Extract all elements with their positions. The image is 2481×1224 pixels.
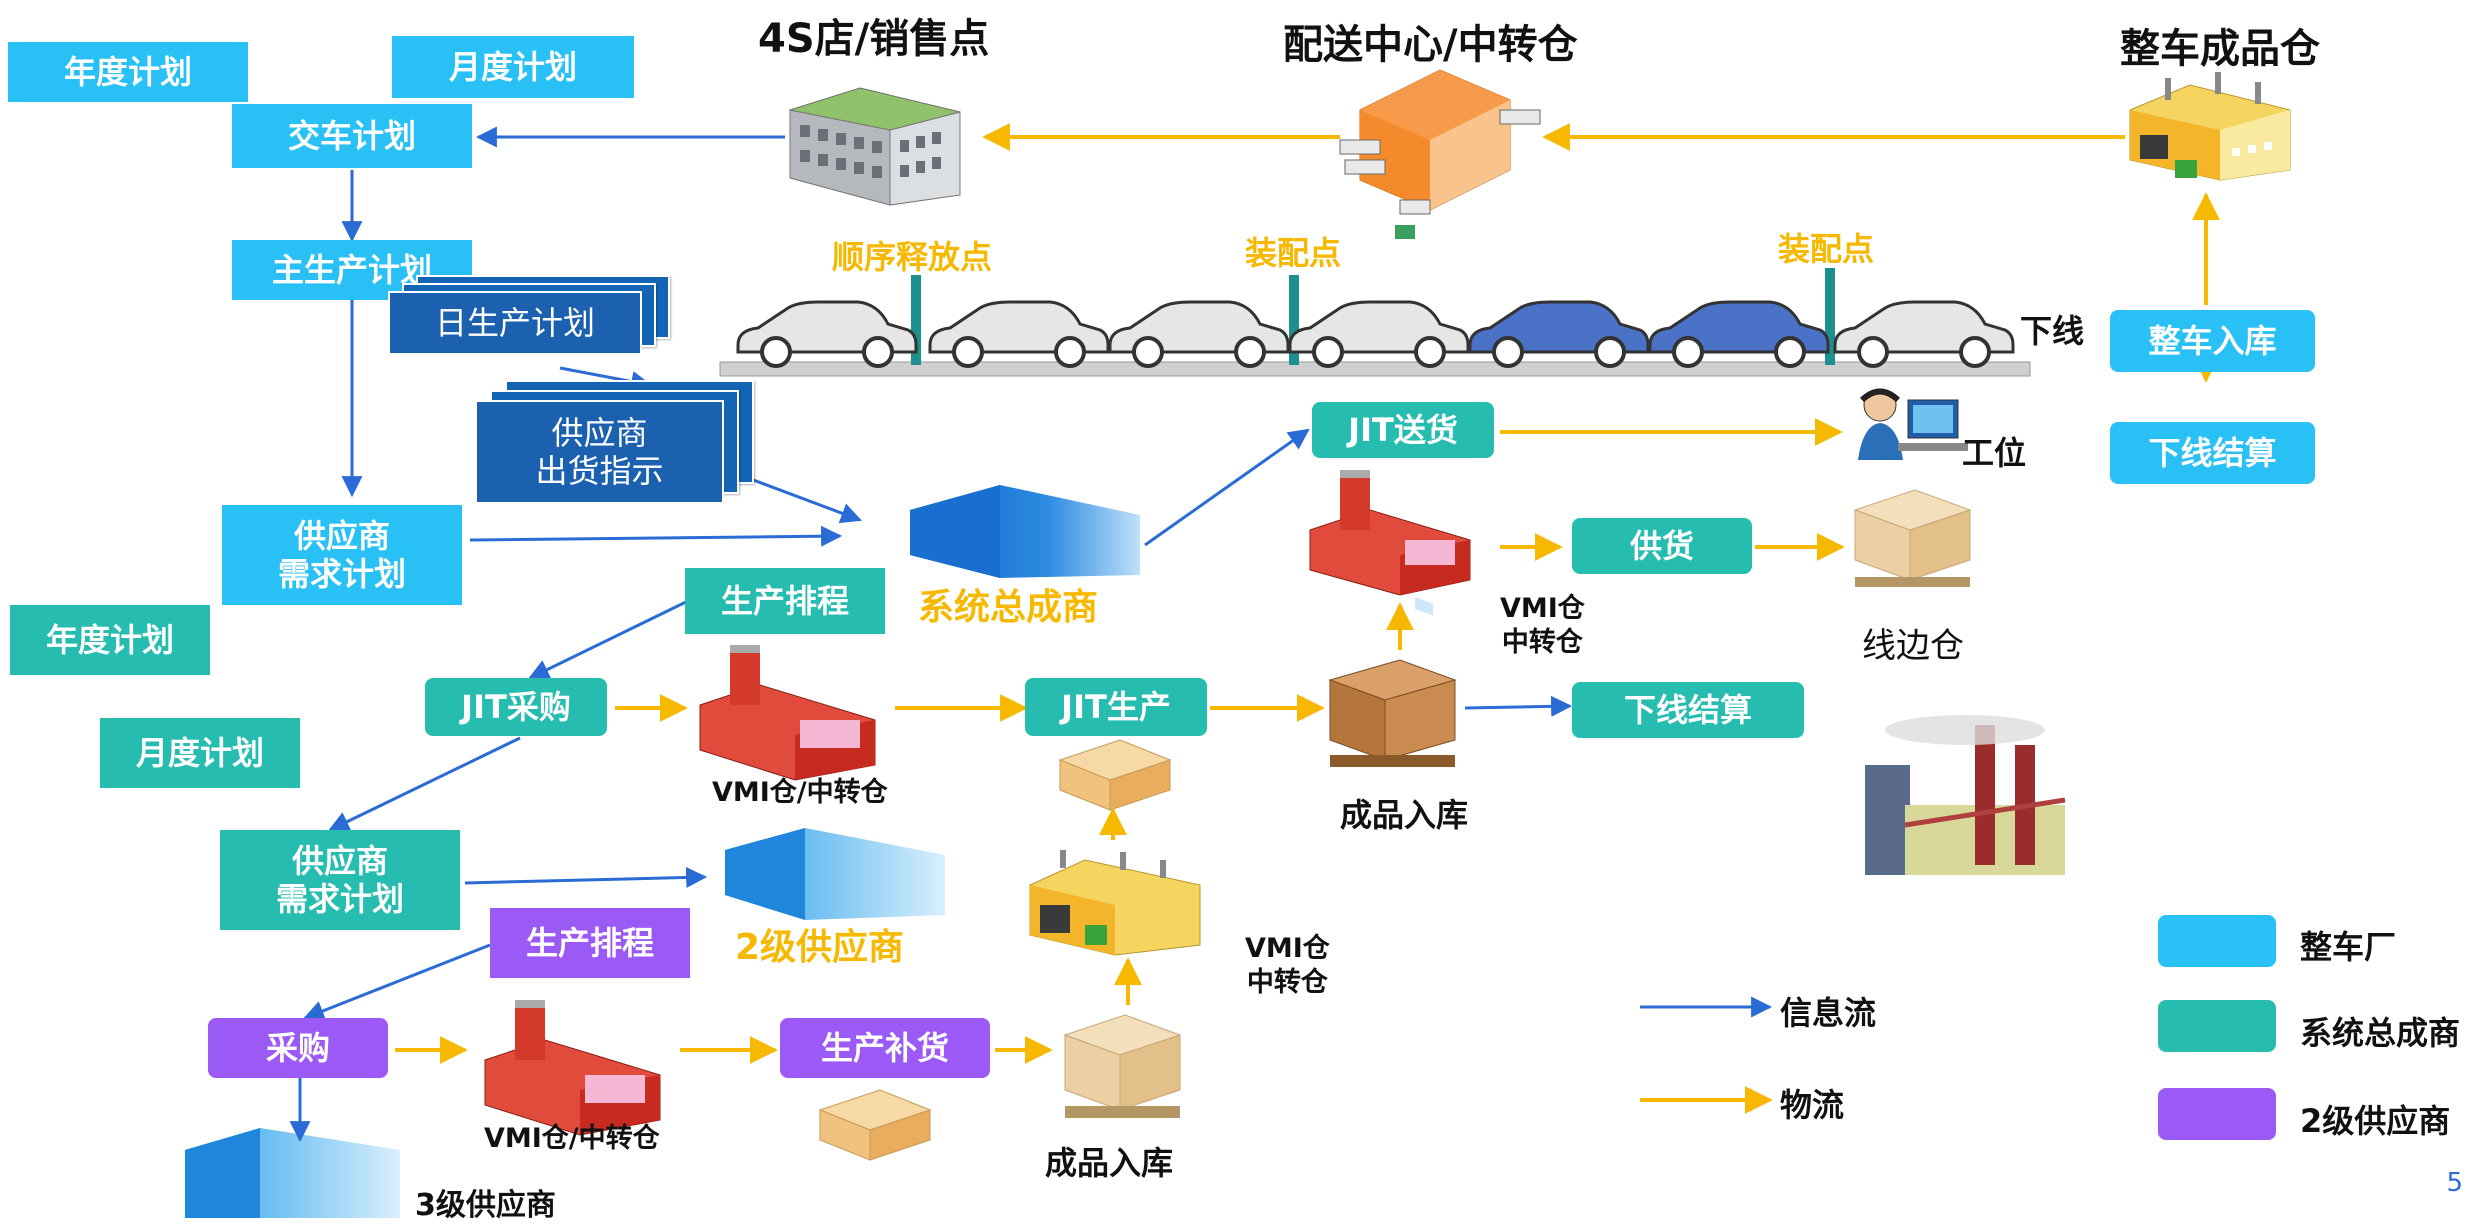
master-production-plan: 主生产计划 [232, 240, 472, 300]
tier1-scheduling: 生产排程 [685, 568, 885, 634]
ship-instruction-line2: 出货指示 [535, 452, 664, 490]
tier1-supplier-demand-plan: 供应商 需求计划 [220, 830, 460, 930]
tier2-vmi-label: VMI仓/中转仓 [484, 1123, 660, 1154]
vehicle-inbound: 整车入库 [2110, 310, 2315, 372]
tier2-purchase: 采购 [208, 1018, 388, 1078]
vmi-factory-icon [1309, 470, 1471, 596]
legend-tier2-swatch [2158, 1088, 2276, 1140]
tier2-scheduling: 生产排程 [490, 908, 690, 978]
pallet-boxes-icon [1063, 1014, 1182, 1118]
tier2-label: 2级供应商 [735, 927, 905, 968]
integrator-label: 系统总成商 [918, 587, 1099, 628]
tier1-vmi-transit-label: VMI仓 中转仓 [1500, 592, 1585, 660]
release-point-label: 顺序释放点 [832, 238, 993, 276]
cars-on-line [736, 300, 2015, 368]
tier1-demand-line2: 需求计划 [275, 880, 404, 918]
tier1-vmi-line1: VMI仓 [1500, 593, 1585, 624]
oem-demand-line1: 供应商 [293, 517, 390, 555]
dealer-header: 4S店/销售点 [758, 16, 990, 62]
vmi-factory-icon [484, 1000, 661, 1136]
factory-chimney-icon [1865, 715, 2066, 875]
legend-oem: 整车厂 [2300, 928, 2397, 966]
tier2-warehouse-icon [1029, 850, 1201, 956]
car-icon [1108, 300, 1290, 368]
ship-instruction-line1: 供应商 [551, 414, 648, 452]
supply: 供货 [1572, 518, 1752, 574]
daily-production-plan-doc: 日生产计划 [388, 275, 678, 365]
legend-material-flow: 物流 [1780, 1086, 1845, 1124]
distribution-center-icon [1339, 69, 1541, 616]
offline-label: 下线 [2020, 312, 2085, 350]
tier2-vmi-transit-label: VMI仓 中转仓 [1245, 932, 1330, 1000]
assembly-point-label-2: 装配点 [1778, 230, 1875, 268]
dealer-building-icon [789, 87, 961, 206]
distribution-header: 配送中心/中转仓 [1283, 22, 1578, 68]
tier3-label: 3级供应商 [415, 1188, 556, 1223]
legend-oem-swatch [2158, 915, 2276, 967]
tier1-monthly-plan: 月度计划 [100, 718, 300, 788]
legend-info-flow: 信息流 [1780, 994, 1877, 1032]
jit-purchase: JIT采购 [425, 678, 607, 736]
boxes-icon [818, 1089, 932, 1161]
info-flow-arrows [289, 126, 1773, 1143]
tier1-finished-inbound-label: 成品入库 [1340, 796, 1469, 834]
integrator-building-icon [910, 485, 1140, 578]
finished-warehouse-icon [2129, 72, 2291, 181]
page-number: 5 [2446, 1168, 2463, 1198]
legend-integrator: 系统总成商 [2300, 1014, 2461, 1052]
oem-monthly-plan: 月度计划 [392, 36, 634, 98]
car-icon-blue [1648, 300, 1830, 368]
tier1-demand-line1: 供应商 [291, 842, 388, 880]
pallet-boxes-icon [1328, 659, 1457, 767]
vmi-factory-icon [699, 645, 876, 781]
tier2-vmi-line2: 中转仓 [1246, 967, 1328, 998]
tier2-building-icon [725, 828, 945, 920]
tier1-vmi-line2: 中转仓 [1501, 627, 1583, 658]
boxes-icon [1058, 739, 1172, 811]
oem-offline-settlement: 下线结算 [2110, 422, 2315, 484]
worker-icon [1858, 388, 1968, 460]
delivery-plan: 交车计划 [232, 104, 472, 168]
finished-warehouse-header: 整车成品仓 [2120, 26, 2320, 72]
tier3-building-icon [185, 1128, 400, 1218]
oem-annual-plan: 年度计划 [8, 42, 248, 102]
tier1-vmi-label: VMI仓/中转仓 [712, 777, 888, 808]
oem-supplier-demand-plan: 供应商 需求计划 [222, 505, 462, 605]
assembly-line [719, 268, 2031, 377]
assembly-point-label-1: 装配点 [1245, 234, 1342, 272]
tier1-annual-plan: 年度计划 [10, 605, 210, 675]
oem-demand-line2: 需求计划 [277, 555, 406, 593]
lineside-boxes-icon [1853, 489, 1972, 587]
workstation-label: 工位 [1962, 434, 2027, 472]
daily-production-plan: 日生产计划 [388, 291, 642, 355]
car-icon [736, 300, 918, 368]
supplier-ship-instruction: 供应商 出货指示 [475, 400, 724, 504]
legend-integrator-swatch [2158, 1000, 2276, 1052]
tier2-replenish: 生产补货 [780, 1018, 990, 1078]
supplier-ship-instruction-doc: 供应商 出货指示 [475, 380, 765, 505]
car-icon [1833, 300, 2015, 368]
jit-production: JIT生产 [1025, 678, 1207, 736]
legend-tier2: 2级供应商 [2300, 1102, 2451, 1140]
tier2-finished-inbound-label: 成品入库 [1045, 1144, 1174, 1182]
tier1-offline-settlement: 下线结算 [1572, 682, 1804, 738]
car-icon-blue [1468, 300, 1650, 368]
material-flow-arrows [395, 123, 2220, 1114]
jit-delivery: JIT送货 [1312, 402, 1494, 458]
lineside-warehouse-label: 线边仓 [1862, 626, 1964, 666]
car-icon [928, 300, 1110, 368]
car-icon [1288, 300, 1470, 368]
tier2-vmi-line1: VMI仓 [1245, 933, 1330, 964]
